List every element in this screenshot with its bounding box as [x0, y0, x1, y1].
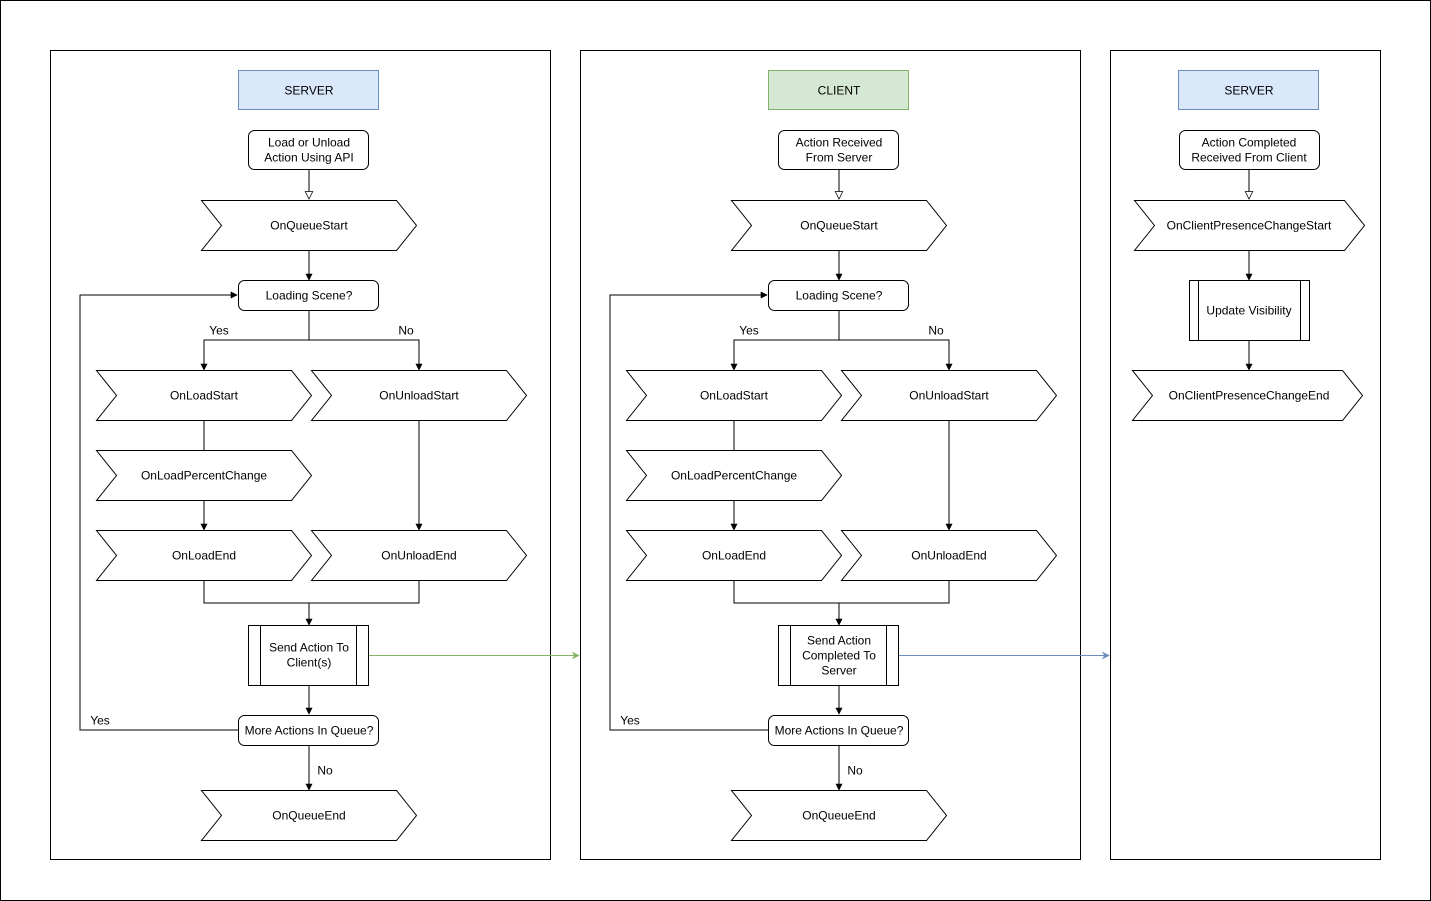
server-arrow-yes-branch: [200, 311, 310, 371]
server-queue-start-node[interactable]: [200, 200, 418, 251]
server-loading-decision[interactable]: [238, 280, 379, 311]
server-unload-start-node[interactable]: [310, 370, 528, 421]
server-end-lane-border: [1110, 50, 1381, 860]
server-end-start-node[interactable]: [1179, 130, 1320, 170]
client-more-actions-label: More Actions In Queue?: [775, 724, 904, 738]
server-no-label: No: [398, 324, 414, 338]
client-load-start-node[interactable]: [625, 370, 843, 421]
presence-change-start-label: OnClientPresenceChangeStart: [1167, 219, 1332, 233]
client-loop-yes-label: Yes: [620, 714, 640, 728]
presence-change-end-node[interactable]: [1131, 370, 1364, 421]
client-unload-end-label: OnUnloadEnd: [911, 549, 986, 563]
client-unload-start-label: OnUnloadStart: [909, 389, 989, 403]
server-header: [238, 70, 379, 110]
server-queue-start-label: OnQueueStart: [270, 219, 348, 233]
client-send-action-node[interactable]: [778, 625, 899, 686]
presence-change-start-node[interactable]: [1133, 200, 1366, 251]
update-visibility-label: Update Visibility: [1206, 304, 1291, 318]
client-loading-decision[interactable]: [768, 280, 909, 311]
server-more-actions-label: More Actions In Queue?: [245, 724, 374, 738]
client-end-no-label: No: [847, 764, 863, 778]
server-end-header: [1178, 70, 1319, 110]
client-unload-end-node[interactable]: [840, 530, 1058, 581]
client-header-label: CLIENT: [818, 84, 861, 98]
client-yes-label: Yes: [739, 324, 759, 338]
client-load-percent-node[interactable]: [625, 450, 843, 501]
server-unload-end-node[interactable]: [310, 530, 528, 581]
update-visibility-node[interactable]: [1189, 280, 1310, 341]
client-no-label: No: [928, 324, 944, 338]
server-loop-yes-label: Yes: [90, 714, 110, 728]
server-start-node[interactable]: [248, 130, 369, 170]
server-more-actions-decision[interactable]: [238, 715, 379, 746]
client-header: [768, 70, 909, 110]
client-load-end-label: OnLoadEnd: [702, 549, 766, 563]
presence-change-end-label: OnClientPresenceChangeEnd: [1169, 389, 1330, 403]
server-end-header-label: SERVER: [1224, 84, 1273, 98]
client-load-start-label: OnLoadStart: [700, 389, 769, 403]
client-load-percent-label: OnLoadPercentChange: [671, 469, 797, 483]
client-arrow-yes-branch: [730, 311, 840, 371]
server-loading-decision-label: Loading Scene?: [266, 289, 353, 303]
server-arrow-no-branch: [309, 339, 423, 371]
client-merge-line: [733, 581, 950, 604]
client-load-end-node[interactable]: [625, 530, 843, 581]
server-queue-end-label: OnQueueEnd: [272, 809, 345, 823]
server-load-start-node[interactable]: [95, 370, 313, 421]
server-loop-back-arrow: [79, 291, 238, 731]
server-load-end-label: OnLoadEnd: [172, 549, 236, 563]
server-load-end-node[interactable]: [95, 530, 313, 581]
server-unload-start-label: OnUnloadStart: [379, 389, 459, 403]
server-merge-line: [203, 581, 420, 604]
client-queue-end-node[interactable]: [730, 790, 948, 841]
client-queue-start-label: OnQueueStart: [800, 219, 878, 233]
client-loading-decision-label: Loading Scene?: [796, 289, 883, 303]
client-unload-start-node[interactable]: [840, 370, 1058, 421]
server-load-start-label: OnLoadStart: [170, 389, 239, 403]
server-yes-label: Yes: [209, 324, 229, 338]
server-unload-end-label: OnUnloadEnd: [381, 549, 456, 563]
client-queue-start-node[interactable]: [730, 200, 948, 251]
server-load-percent-node[interactable]: [95, 450, 313, 501]
client-start-node[interactable]: [778, 130, 899, 170]
server-load-percent-label: OnLoadPercentChange: [141, 469, 267, 483]
server-header-label: SERVER: [284, 84, 333, 98]
client-arrow-no-branch: [839, 339, 953, 371]
server-queue-end-node[interactable]: [200, 790, 418, 841]
server-send-action-node[interactable]: [248, 625, 369, 686]
client-queue-end-label: OnQueueEnd: [802, 809, 875, 823]
server-end-no-label: No: [317, 764, 333, 778]
client-loop-back-arrow: [609, 291, 768, 731]
client-more-actions-decision[interactable]: [768, 715, 909, 746]
